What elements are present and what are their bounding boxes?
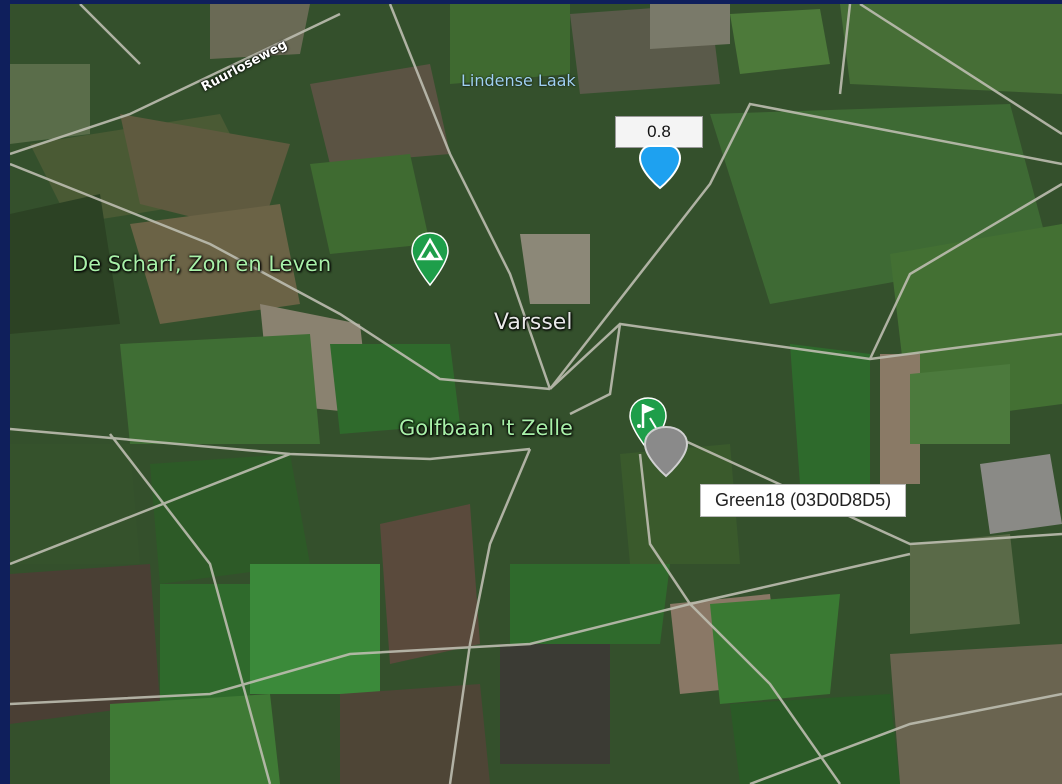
marker-tooltip: Green18 (03D0D8D5) [700, 484, 907, 517]
place-label-lindense-laak: Lindense Laak [461, 71, 576, 90]
satellite-map[interactable]: Ruurloseweg Lindense Laak Varssel De Sch… [10, 4, 1062, 784]
poi-label-de-scharf[interactable]: De Scharf, Zon en Leven [72, 252, 332, 276]
campground-icon[interactable] [410, 231, 450, 287]
poi-label-golfbaan[interactable]: Golfbaan 't Zelle [399, 416, 573, 440]
place-label-varssel: Varssel [494, 310, 573, 335]
satellite-imagery [10, 4, 1062, 784]
marker-value-label: 0.8 [615, 116, 703, 148]
map-pin-icon[interactable] [642, 424, 690, 478]
map-pin-icon[interactable] [638, 144, 682, 190]
